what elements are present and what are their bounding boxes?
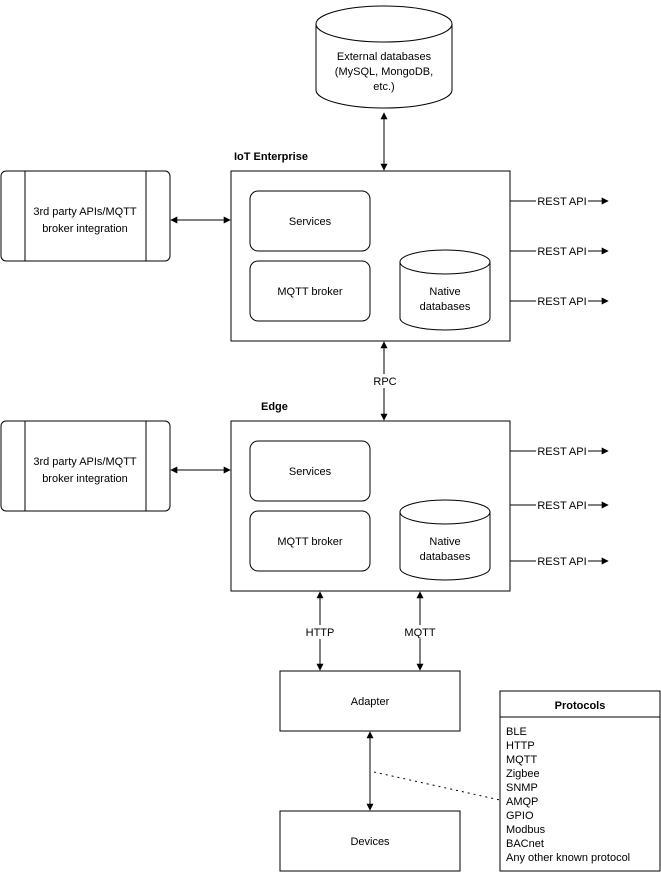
protocol-item: MQTT: [506, 754, 537, 766]
edge-rest-api-label-3: REST API: [537, 556, 586, 568]
edge-mqtt-label: MQTT broker: [277, 536, 343, 548]
edge-native-db: Native databases: [399, 499, 491, 581]
protocols-title: Protocols: [555, 700, 606, 712]
enterprise-third-party-label-2: broker integration: [42, 223, 128, 235]
protocols-list: BLE HTTP MQTT Zigbee SNMP AMQP GPIO Modb…: [506, 726, 630, 864]
protocol-item: GPIO: [506, 810, 534, 822]
protocol-item: Any other known protocol: [506, 852, 630, 864]
edge-services-box: [249, 440, 371, 502]
edge-mqtt-box: [249, 510, 371, 572]
protocol-item: BACnet: [506, 838, 544, 850]
devices-label: Devices: [350, 836, 390, 848]
enterprise-third-party-label-1: 3rd party APIs/MQTT: [33, 206, 137, 218]
devices-box: [279, 810, 461, 872]
rpc-label: RPC: [373, 376, 396, 388]
enterprise-mqtt-label: MQTT broker: [277, 286, 343, 298]
enterprise-native-db-label-2: databases: [420, 301, 471, 313]
edge-native-db-label-1: Native: [429, 536, 460, 548]
edge-rest-api-label-2: REST API: [537, 500, 586, 512]
protocol-item: HTTP: [506, 740, 535, 752]
enterprise-third-party-box: 3rd party APIs/MQTT broker integration: [0, 170, 171, 262]
external-databases: External databases (MySQL, MongoDB, etc.…: [315, 5, 453, 109]
enterprise-services-label: Services: [289, 216, 332, 228]
edge-third-party-box: 3rd party APIs/MQTT broker integration: [0, 420, 171, 512]
external-db-label-2: (MySQL, MongoDB,: [335, 66, 433, 78]
enterprise-native-db-label-1: Native: [429, 286, 460, 298]
protocols-box: [499, 690, 661, 872]
protocol-item: SNMP: [506, 782, 538, 794]
edge-title: Edge: [261, 401, 288, 413]
edge-third-party-label-2: broker integration: [42, 473, 128, 485]
protocol-item: BLE: [506, 726, 527, 738]
protocol-item: Modbus: [506, 824, 546, 836]
external-db-label-1: External databases: [337, 51, 432, 63]
protocols-dotted-link: [373, 771, 501, 801]
external-db-label-3: etc.): [373, 81, 394, 93]
enterprise-services-box: [249, 190, 371, 252]
protocol-item: AMQP: [506, 796, 538, 808]
enterprise-rest-api-label-3: REST API: [537, 296, 586, 308]
edge-rest-api-label-1: REST API: [537, 446, 586, 458]
mqtt-label: MQTT: [404, 627, 435, 639]
adapter-box: [279, 670, 461, 732]
enterprise-title: IoT Enterprise: [234, 151, 308, 163]
edge-services-label: Services: [289, 466, 332, 478]
edge-third-party-label-1: 3rd party APIs/MQTT: [33, 456, 137, 468]
adapter-label: Adapter: [351, 696, 390, 708]
enterprise-native-db: Native databases: [399, 249, 491, 331]
http-label: HTTP: [306, 627, 335, 639]
enterprise-rest-api-label-1: REST API: [537, 196, 586, 208]
protocol-item: Zigbee: [506, 768, 540, 780]
enterprise-mqtt-box: [249, 260, 371, 322]
edge-native-db-label-2: databases: [420, 551, 471, 563]
enterprise-rest-api-label-2: REST API: [537, 246, 586, 258]
